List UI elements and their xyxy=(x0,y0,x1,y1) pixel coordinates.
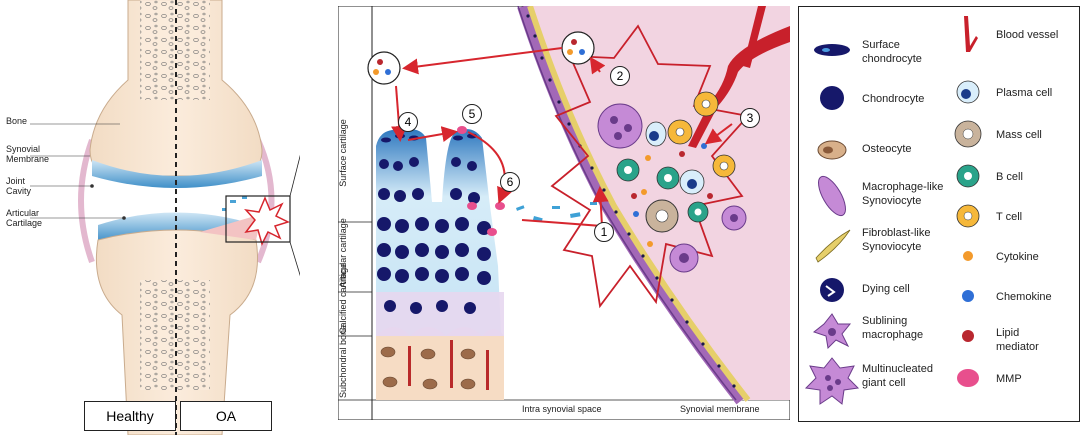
legend-text: Sublining xyxy=(862,315,908,327)
label-articular-line1: Articular xyxy=(6,208,40,218)
legend-dying-cell: Dying cell xyxy=(862,282,910,296)
legend-text: Lipid xyxy=(996,327,1020,339)
legend-text: Synoviocyte xyxy=(862,195,922,207)
label-joint-line2: Cavity xyxy=(6,186,32,196)
zone-surface-label: Surface cartilage xyxy=(338,119,348,187)
label-bone: Bone xyxy=(6,116,28,126)
legend-text: Synoviocyte xyxy=(862,241,922,253)
step-5-marker: 5 xyxy=(462,104,482,124)
legend-text: Macrophage-like xyxy=(862,181,944,193)
legend-panel xyxy=(798,6,1080,422)
oa-detail-illustration xyxy=(338,6,790,420)
legend-chemokine: Chemokine xyxy=(996,290,1052,304)
t-cell-icon xyxy=(956,204,980,228)
legend-text: Osteocyte xyxy=(862,143,912,155)
fibroblast-synoviocyte-icon xyxy=(815,229,851,263)
giant-cell-icon xyxy=(804,357,860,405)
legend-text: T cell xyxy=(996,211,1023,223)
legend-text: MMP xyxy=(996,373,1022,385)
step-1-marker: 1 xyxy=(594,222,614,242)
lipid-mediator-icon xyxy=(962,330,974,342)
zone-subchondral-label: Subchondral bone xyxy=(338,324,348,398)
legend-text: Cytokine xyxy=(996,251,1039,263)
label-articular-line2: Cartilage xyxy=(6,218,43,228)
chondrocyte-icon xyxy=(820,86,844,110)
label-synovial-line2: Membrane xyxy=(6,154,50,164)
legend-t-cell: T cell xyxy=(996,210,1022,224)
blood-vessel-icon xyxy=(964,16,978,52)
legend-text: Dying cell xyxy=(862,283,910,295)
chemokine-icon xyxy=(962,290,974,302)
label-synovial-membrane: Synovial Membrane xyxy=(6,144,49,164)
healthy-box: Healthy xyxy=(84,401,176,431)
legend-text: Plasma cell xyxy=(996,87,1053,99)
macrophage-synoviocyte-icon xyxy=(818,175,846,217)
legend-icons xyxy=(804,16,982,405)
legend-sublining-macrophage: Sublining macrophage xyxy=(862,314,923,342)
surface-chondrocyte-icon xyxy=(814,44,850,56)
legend-osteocyte: Osteocyte xyxy=(862,142,912,156)
label-joint-cavity: Joint Cavity xyxy=(6,176,31,196)
label-articular-cartilage: Articular Cartilage xyxy=(6,208,42,228)
step-2-marker: 2 xyxy=(610,66,630,86)
legend-blood-vessel: Blood vessel xyxy=(996,28,1058,42)
label-joint-line1: Joint xyxy=(6,176,26,186)
legend-mass-cell: Mass cell xyxy=(996,128,1042,142)
legend-text: macrophage xyxy=(862,329,924,341)
legend-b-cell: B cell xyxy=(996,170,1023,184)
legend-text: B cell xyxy=(996,171,1023,183)
label-synovial-line1: Synovial xyxy=(6,144,41,154)
legend-text: Chondrocyte xyxy=(862,93,925,105)
synovial-membrane-label: Synovial membrane xyxy=(680,404,760,414)
legend-text: Blood vessel xyxy=(996,29,1059,41)
legend-text: Surface xyxy=(862,39,900,51)
legend-text: mediator xyxy=(996,341,1039,353)
legend-text: Fibroblast-like xyxy=(862,227,931,239)
intra-synovial-space-label: Intra synovial space xyxy=(522,404,602,414)
step-4-marker: 4 xyxy=(398,112,418,132)
legend-plasma-cell: Plasma cell xyxy=(996,86,1052,100)
legend-text: Multinucleated xyxy=(862,363,933,375)
sublining-macrophage-icon xyxy=(812,313,852,350)
legend-text: Mass cell xyxy=(996,129,1042,141)
legend-text: chondrocyte xyxy=(862,53,922,65)
b-cell-icon xyxy=(956,164,980,188)
legend-lipid-mediator: Lipid mediator xyxy=(996,326,1039,354)
mmp-icon xyxy=(957,369,979,387)
joint-illustration xyxy=(30,0,300,435)
legend-cytokine: Cytokine xyxy=(996,250,1039,264)
legend-giant-cell: Multinucleated giant cell xyxy=(862,362,933,390)
legend-text: Chemokine xyxy=(996,291,1052,303)
step-6-marker: 6 xyxy=(500,172,520,192)
legend-text: giant cell xyxy=(862,377,906,389)
legend-chondrocyte: Chondrocyte xyxy=(862,92,924,106)
step-3-marker: 3 xyxy=(740,108,760,128)
legend-surface-chondrocyte: Surface chondrocyte xyxy=(862,38,922,66)
legend-mmp: MMP xyxy=(996,372,1022,386)
cytokine-icon xyxy=(963,251,973,261)
mass-cell-icon xyxy=(954,120,982,148)
oa-box: OA xyxy=(180,401,272,431)
plasma-cell-icon xyxy=(956,80,980,104)
